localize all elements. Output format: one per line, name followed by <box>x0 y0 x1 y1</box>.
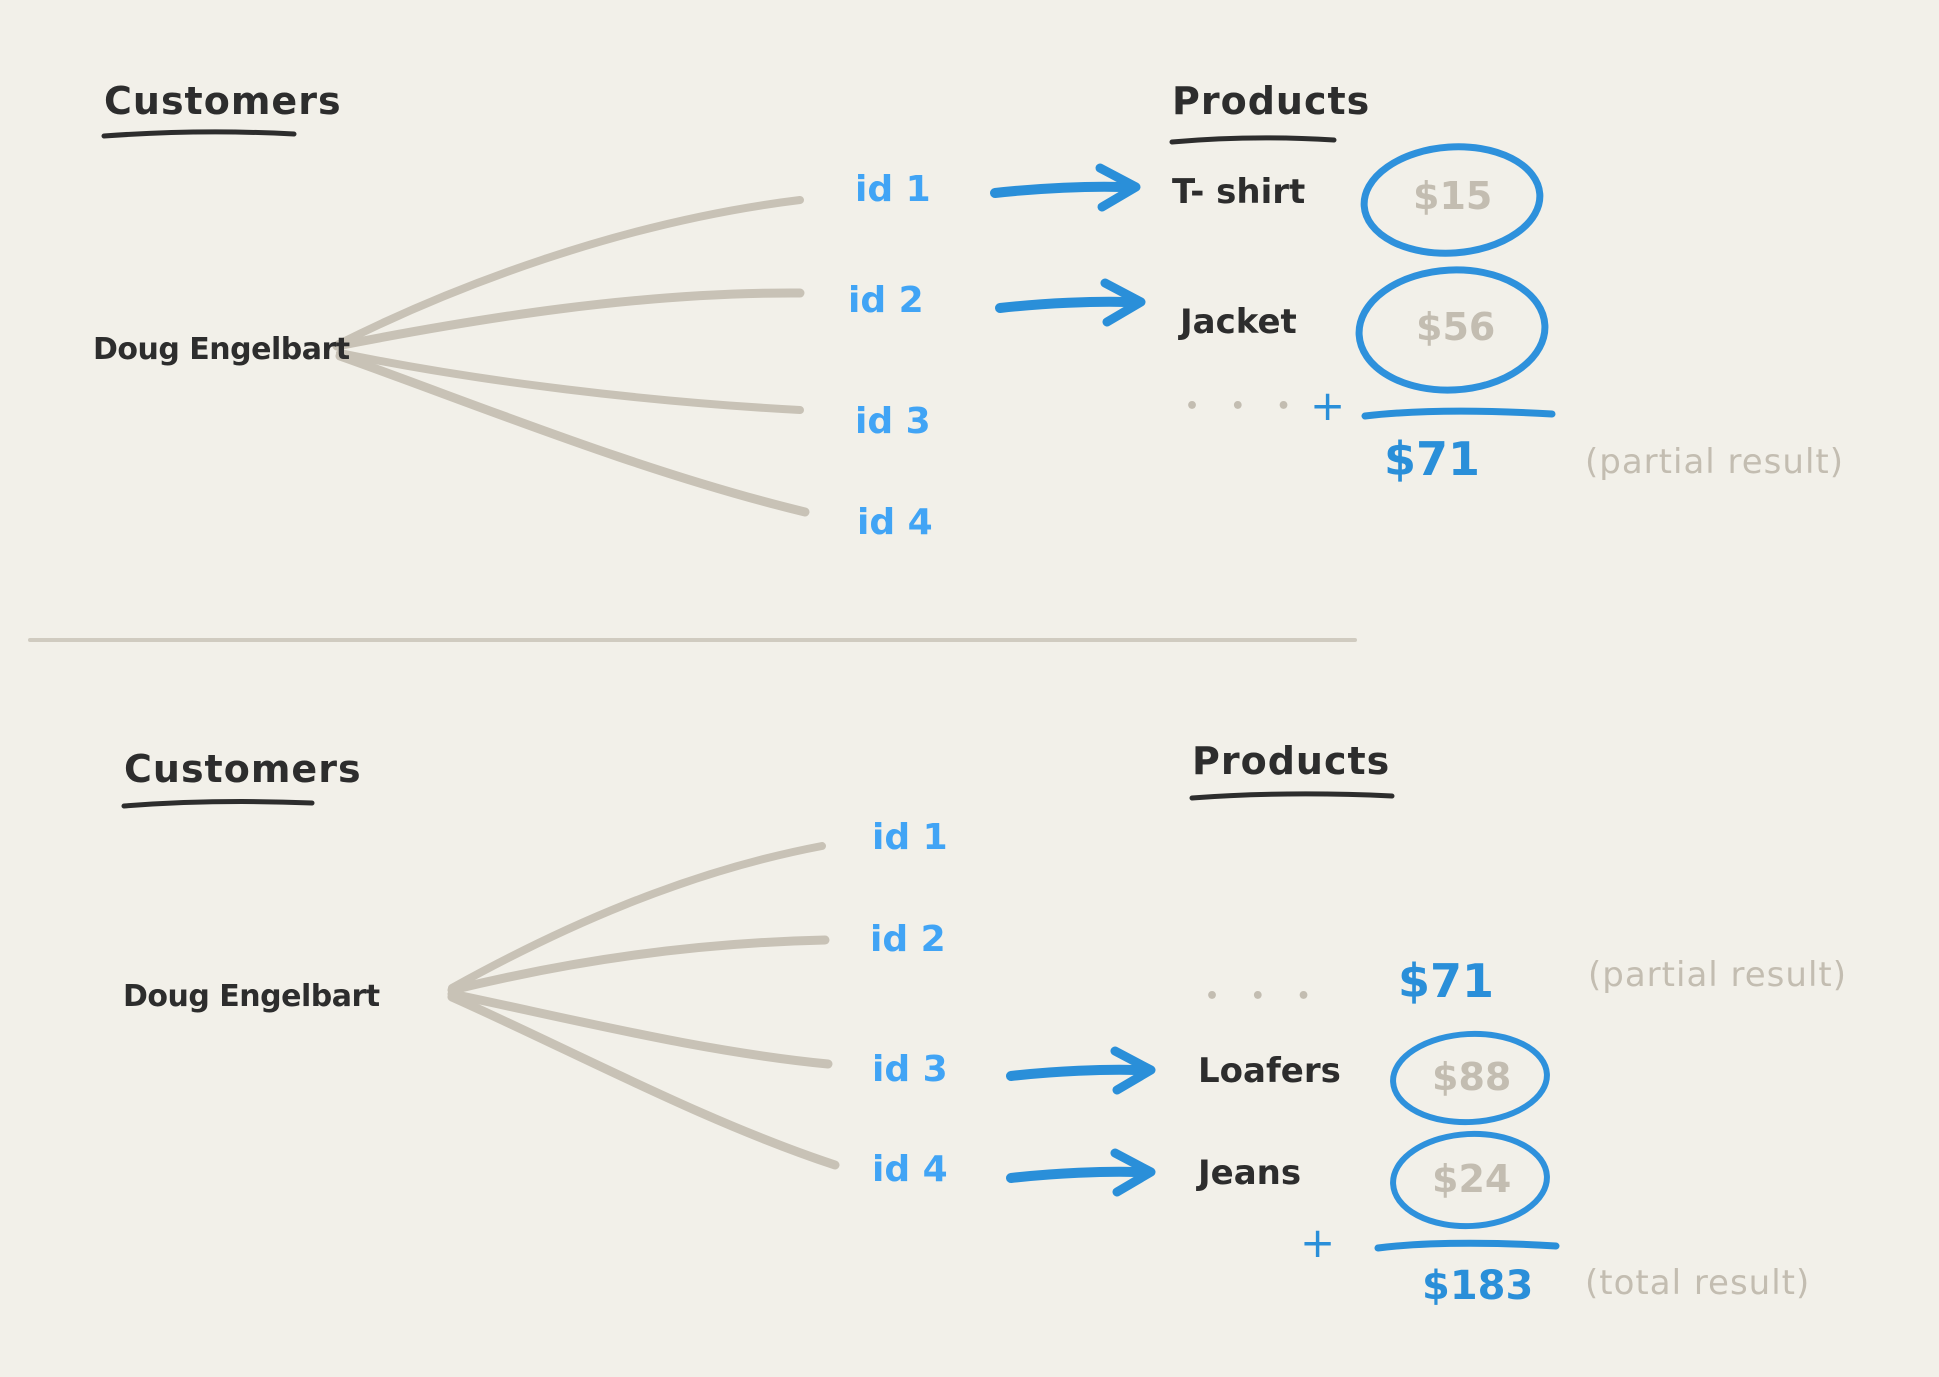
products-underline-bottom <box>1189 791 1395 801</box>
arrow-id2-jacket-icon <box>995 296 1132 313</box>
price-tshirt: $15 <box>1413 174 1493 218</box>
carryover-partial-sum: $71 <box>1398 954 1495 1008</box>
customers-heading-bottom: Customers <box>124 747 362 791</box>
customer-name-top: Doug Engelbart <box>93 332 350 367</box>
ellipsis-bottom: • • • <box>1205 984 1323 1009</box>
customers-underline <box>101 129 297 139</box>
products-heading-top: Products <box>1172 79 1371 123</box>
id-label-3-bottom: id 3 <box>872 1049 948 1090</box>
partial-sum-value: $71 <box>1384 432 1481 486</box>
arrow-id4-head-icon <box>1110 1148 1156 1197</box>
product-name-jacket: Jacket <box>1180 302 1297 342</box>
fan-line-id4-bottom <box>447 992 840 1170</box>
price-circle-tshirt <box>1360 143 1544 257</box>
price-circle-loafers <box>1390 1030 1550 1126</box>
arrow-id2-head-icon <box>1100 278 1146 327</box>
product-name-jeans: Jeans <box>1198 1153 1302 1193</box>
fan-line-id2 <box>332 288 805 351</box>
fan-line-id1-bottom <box>448 842 826 992</box>
sum-line-top <box>1361 407 1556 420</box>
fan-line-id4 <box>335 351 810 517</box>
arrow-id4-jeans-icon <box>1006 1166 1142 1183</box>
arrow-id1-head-icon <box>1095 163 1141 212</box>
customers-heading-top: Customers <box>104 79 342 123</box>
product-name-tshirt: T- shirt <box>1172 172 1306 212</box>
price-loafers: $88 <box>1432 1055 1512 1099</box>
partial-result-annotation-top: (partial result) <box>1585 442 1844 482</box>
fan-line-id2-bottom <box>447 935 830 995</box>
fan-line-id1 <box>333 196 804 349</box>
id-label-3-top: id 3 <box>855 401 931 442</box>
fan-line-id3 <box>336 349 804 414</box>
id-label-2-bottom: id 2 <box>870 919 946 960</box>
fan-line-id3-bottom <box>447 989 833 1069</box>
product-name-loafers: Loafers <box>1198 1051 1341 1091</box>
plus-sign-bottom: + <box>1300 1218 1336 1267</box>
price-circle-jeans <box>1390 1130 1550 1230</box>
id-label-4-bottom: id 4 <box>872 1149 948 1190</box>
sum-line-bottom <box>1374 1239 1560 1252</box>
total-sum-value: $183 <box>1422 1263 1534 1309</box>
arrow-id3-loafers-icon <box>1006 1064 1142 1081</box>
arrow-id1-tshirt-icon <box>990 181 1127 198</box>
ellipsis-top: • • • <box>1185 394 1303 419</box>
id-label-1-top: id 1 <box>855 169 931 210</box>
partial-result-annotation-bottom: (partial result) <box>1588 955 1847 995</box>
id-label-4-top: id 4 <box>857 502 933 543</box>
id-label-1-bottom: id 1 <box>872 817 948 858</box>
customers-underline-bottom <box>121 799 315 809</box>
arrow-id3-head-icon <box>1110 1046 1156 1095</box>
products-underline <box>1169 135 1337 145</box>
products-heading-bottom: Products <box>1192 739 1391 783</box>
plus-sign-top: + <box>1310 381 1346 430</box>
customer-name-bottom: Doug Engelbart <box>123 979 380 1014</box>
id-label-2-top: id 2 <box>848 280 924 321</box>
price-jacket: $56 <box>1416 305 1496 349</box>
price-circle-jacket <box>1355 266 1549 394</box>
price-jeans: $24 <box>1432 1157 1512 1201</box>
total-result-annotation: (total result) <box>1585 1263 1811 1303</box>
